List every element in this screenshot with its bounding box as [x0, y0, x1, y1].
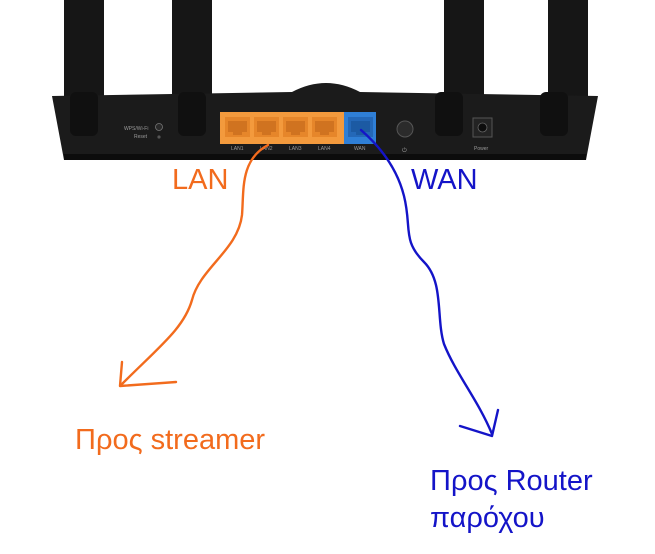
lan-port-4[interactable] — [312, 117, 337, 137]
reset-label: Reset — [134, 134, 148, 140]
wan-annotation: WAN — [411, 164, 478, 196]
antenna-left-outer — [64, 0, 104, 100]
lan-port-label: LAN1 — [231, 146, 244, 152]
wps-button[interactable] — [155, 123, 163, 131]
lan-port-1[interactable] — [225, 117, 250, 137]
antenna-left-inner — [172, 0, 212, 100]
antenna-hinge — [435, 92, 463, 136]
isp-router-annotation-line1: Προς Router — [430, 465, 593, 497]
lan-port-label: LAN2 — [260, 146, 273, 152]
power-jack-label: Power — [474, 146, 489, 152]
lan-arrowhead — [118, 360, 178, 388]
lan-annotation: LAN — [172, 164, 229, 196]
power-button[interactable] — [396, 120, 414, 138]
antenna-right-inner — [444, 0, 484, 100]
antenna-hinge — [178, 92, 206, 136]
lan-port-label: LAN4 — [318, 146, 331, 152]
isp-router-annotation-line2: παρόχου — [430, 502, 545, 535]
antenna-right-outer — [548, 0, 588, 100]
wan-arrow-line — [359, 128, 494, 436]
wan-arrowhead — [458, 408, 500, 438]
antenna-hinge — [70, 92, 98, 136]
wan-port[interactable] — [348, 117, 373, 137]
streamer-annotation: Προς streamer — [75, 424, 266, 456]
lan-port-label: LAN3 — [289, 146, 302, 152]
isp-router-annotation: Προς Router παρόχου — [430, 463, 593, 537]
lan-port-3[interactable] — [283, 117, 308, 137]
lan-arrow-line — [120, 143, 270, 386]
power-button-icon: ⏻ — [402, 147, 407, 154]
wan-port-label: WAN — [354, 146, 366, 152]
lan-port-2[interactable] — [254, 117, 279, 137]
antenna-hinge — [540, 92, 568, 136]
reset-button[interactable] — [157, 135, 161, 139]
power-jack-pin — [477, 122, 488, 133]
wps-label: WPS/Wi-Fi — [124, 126, 148, 132]
router-bottom-edge — [64, 154, 586, 160]
